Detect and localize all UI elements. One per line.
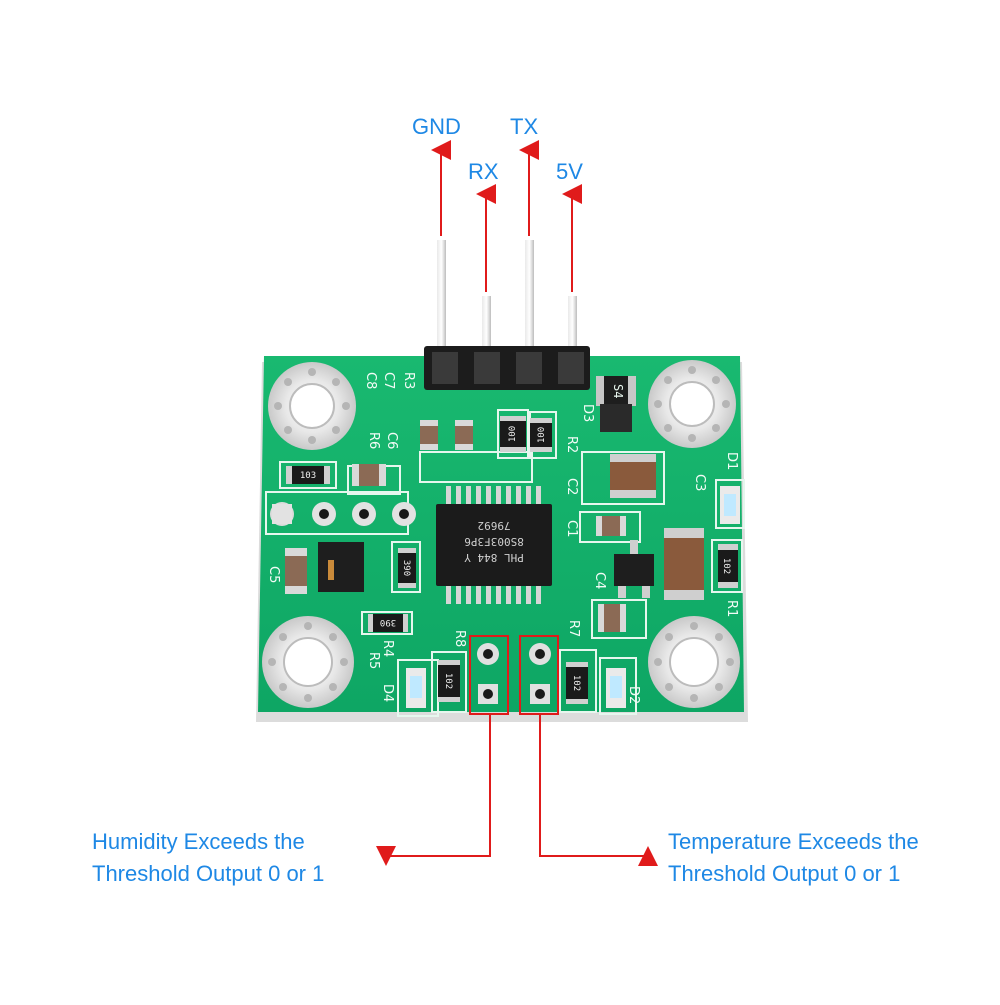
hole-bottom-left [262,616,354,708]
silk-d3: D3 [580,404,595,422]
resistor-code-r-e: 390 [401,560,411,576]
hole-bottom-right [648,616,740,708]
pin-gnd [437,240,446,356]
silkscreen-labels: R3 C7 C8 C6 R6 D3 R2 C2 C1 C3 D1 R1 C4 C… [266,372,739,704]
silk-c7: C7 [381,372,396,389]
output-arrows [376,714,658,866]
mcu-line-2: 8S003F3P6 [464,535,524,548]
pin-rx [482,296,491,356]
silk-c4: C4 [592,572,607,589]
resistor-code-r-f: 390 [380,617,396,627]
silk-r2: R2 [564,436,579,453]
silk-r3: R3 [401,372,416,389]
label-5v: 5V [556,159,583,184]
mounting-holes [262,360,740,708]
resistor-code-r-h: 102 [571,675,581,691]
mcu-chip: PHL 844 Y 8S003F3P6 79692 [436,486,552,604]
silk-c3: C3 [692,474,707,491]
silk-c6: C6 [384,432,399,449]
resistor-code-r-d: 102 [721,558,731,574]
transistor [614,554,654,586]
resistor-r-c: 103 [286,466,330,484]
resistor-r-e: 390 [398,548,416,588]
temperature-arrow [539,714,658,866]
pin-tx [525,240,534,356]
temperature-callout-line-1: Temperature Exceeds the [668,829,919,854]
sensor-pads [270,502,416,526]
mcu-line-1: PHL 844 Y [464,551,524,564]
silk-r7: R7 [566,620,581,637]
resistor-code-r-a: 100 [508,426,518,442]
sensor-ic [318,542,364,592]
pin-5v [568,296,577,356]
silk-c5: C5 [266,566,281,583]
silk-c2: C2 [564,478,579,495]
resistor-code-r-b: 100 [537,427,547,443]
humidity-callout-line-1: Humidity Exceeds the [92,829,305,854]
humidity-callout: Humidity Exceeds the Threshold Output 0 … [92,826,324,890]
capacitors [285,420,704,632]
silk-r4: R4 [380,640,395,657]
silk-d4: D4 [380,684,395,702]
resistor-code-r-g: 102 [443,673,453,689]
silk-r1: R1 [724,600,739,617]
resistor-r-b: 100 [530,418,552,452]
hole-top-left [268,362,356,450]
silk-s4: S4 [611,384,625,398]
temperature-callout-line-2: Threshold Output 0 or 1 [668,861,901,886]
pin-header [424,346,590,390]
label-tx: TX [510,114,539,139]
silk-d2: D2 [626,686,641,704]
temperature-callout: Temperature Exceeds the Threshold Output… [668,826,919,890]
leds [406,486,740,708]
silk-c8: C8 [363,372,378,389]
hole-top-right [648,360,736,448]
header-pins [437,240,577,356]
resistor-r-d: 102 [718,544,738,588]
silk-c1: C1 [564,520,579,537]
resistor-r-g: 102 [438,660,460,702]
mcu-line-3: 79692 [477,519,510,532]
humidity-arrow [376,714,491,866]
label-rx: RX [468,159,499,184]
resistor-r-a: 100 [500,416,526,452]
silk-d1: D1 [724,452,739,470]
resistors: 100 100 103 102 [286,416,738,704]
output-pads [477,643,551,704]
humidity-callout-line-2: Threshold Output 0 or 1 [92,861,325,886]
resistor-code-r-c: 103 [300,471,316,481]
silkscreen-outlines [265,409,745,717]
label-gnd: GND [412,114,461,139]
resistor-r-h: 102 [566,662,588,704]
pin-arrows [431,140,582,292]
silk-r6: R6 [366,432,381,449]
silk-r5: R5 [366,652,381,669]
resistor-r-f: 390 [368,614,408,632]
silk-r8: R8 [452,630,467,647]
